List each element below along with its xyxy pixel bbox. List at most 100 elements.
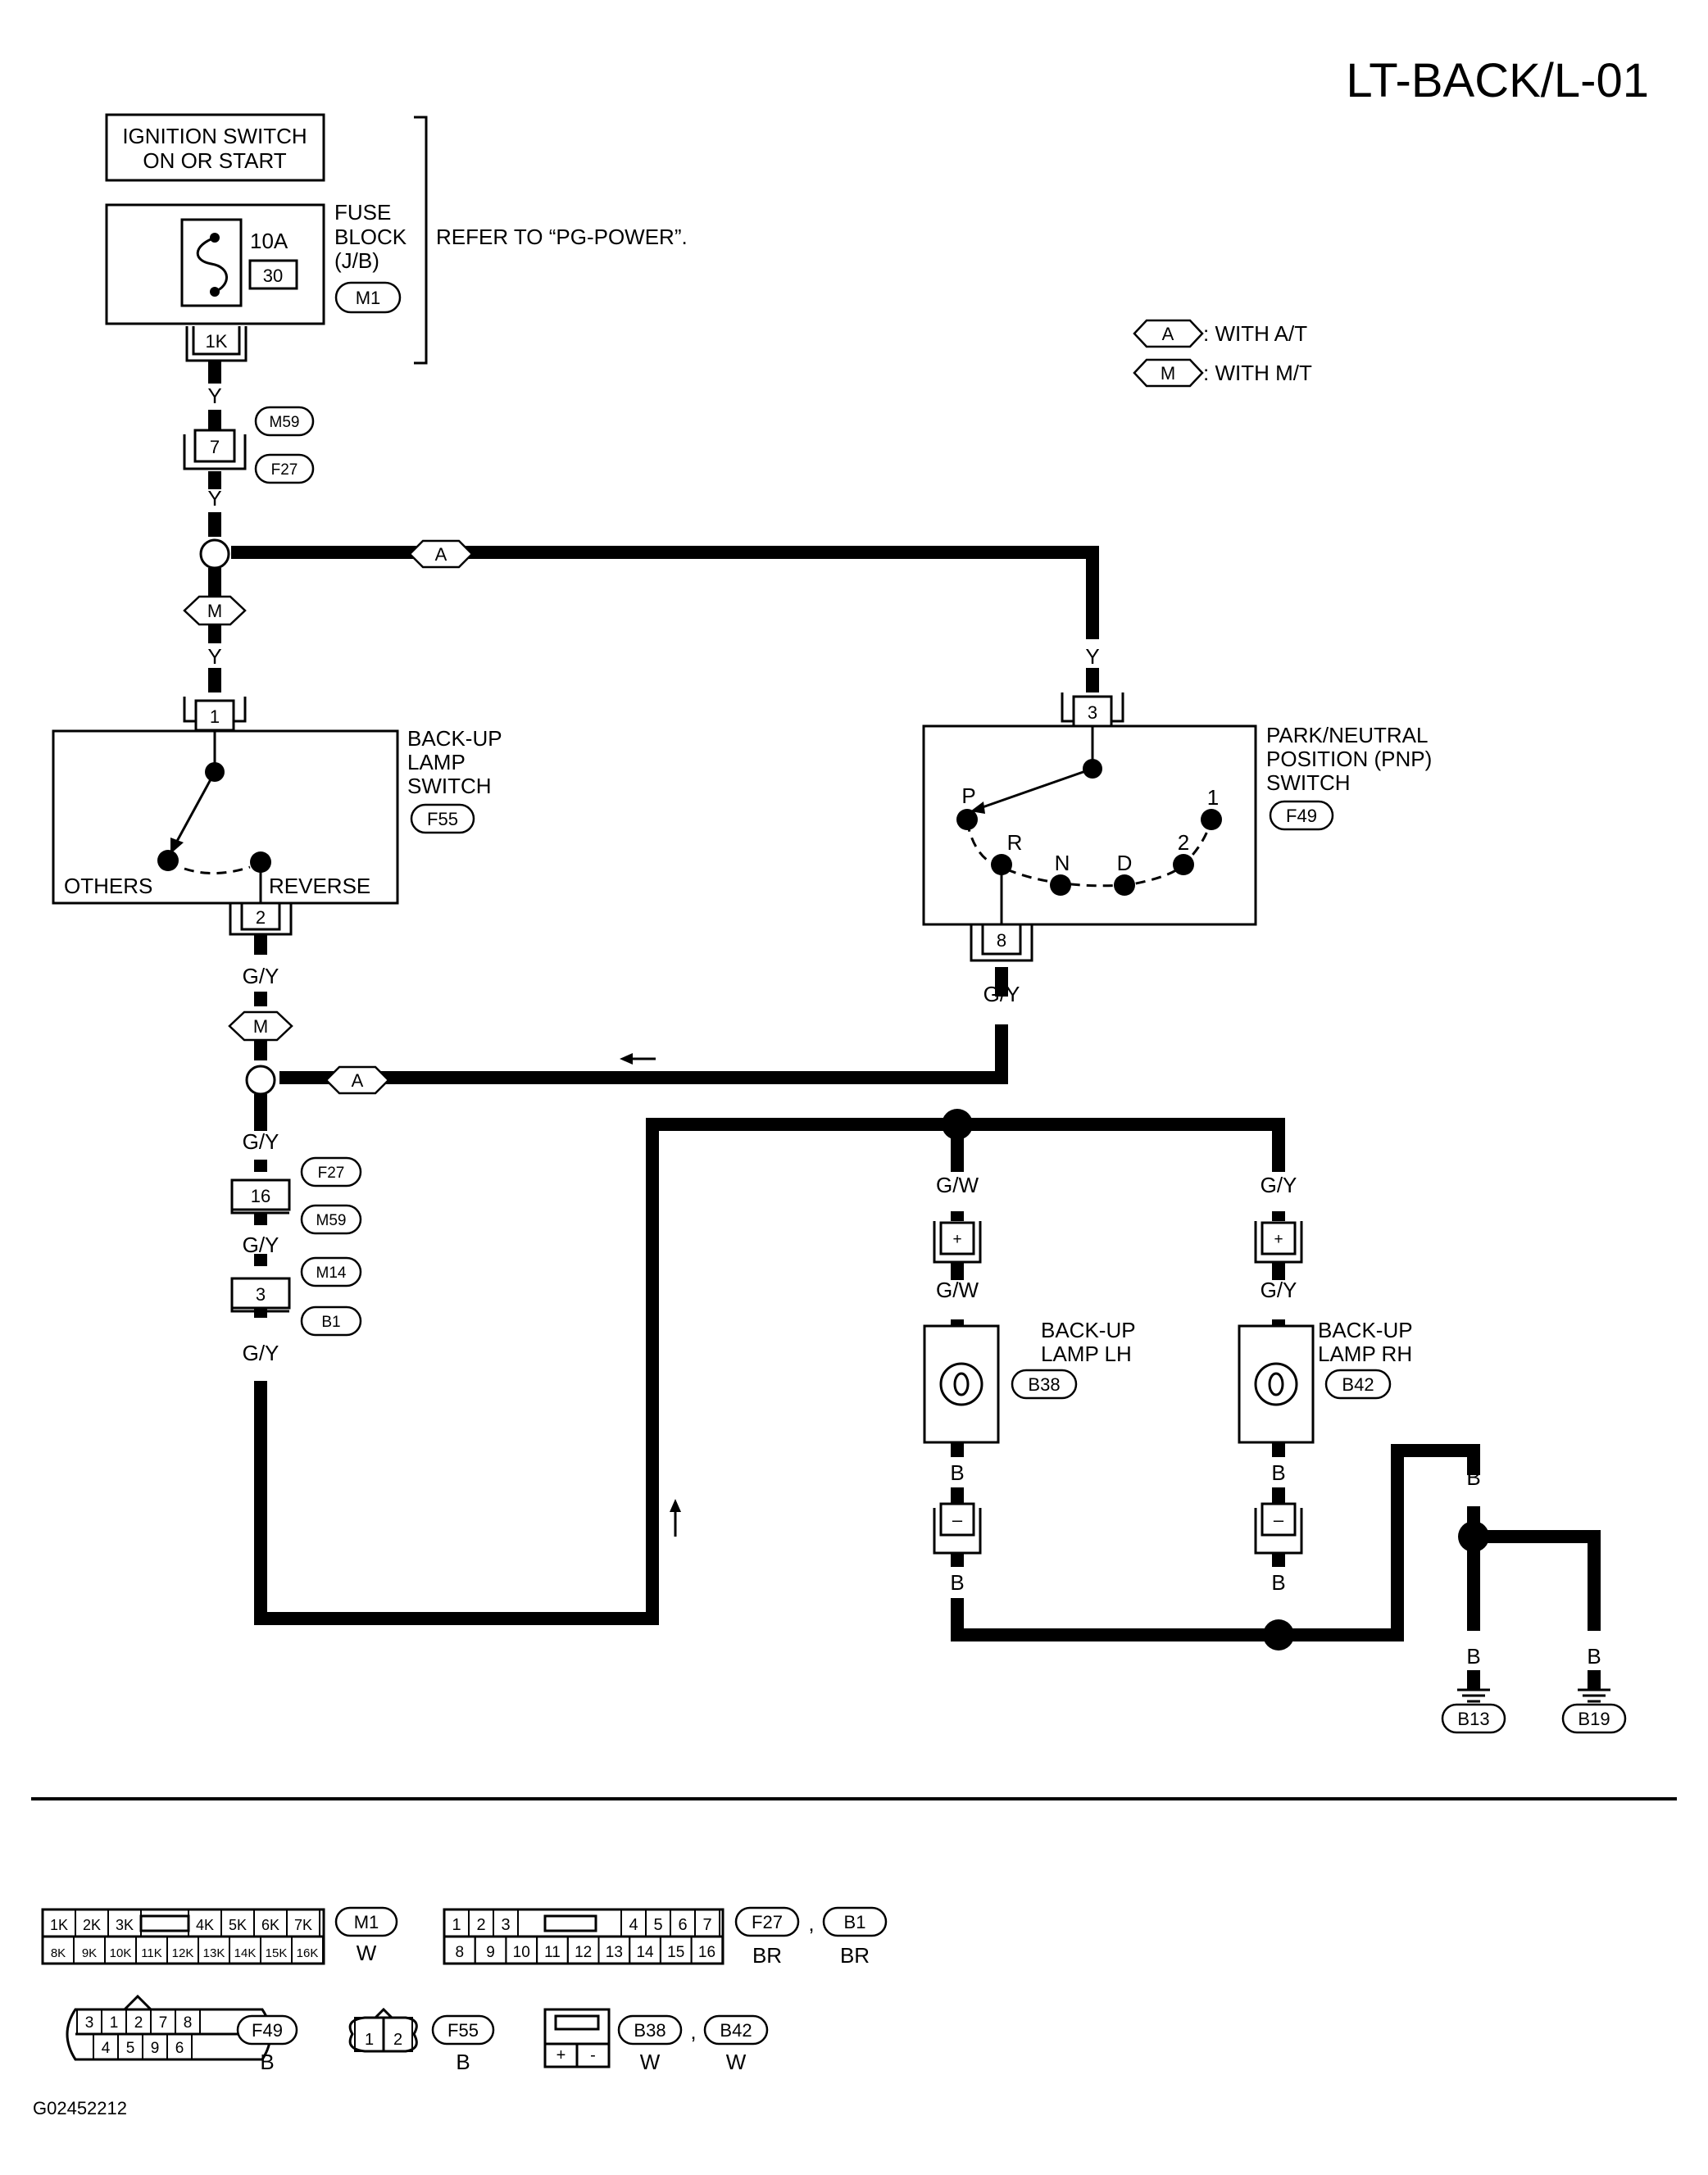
cv-b38-cell bbox=[576, 2043, 610, 2068]
cv-f27-r2-pin-label: 12 bbox=[575, 1944, 592, 1961]
fuse-number: 30 bbox=[263, 266, 283, 286]
cv-m1-r2-pin-label: 15K bbox=[266, 1946, 288, 1960]
cv-f49-r2-pin-label: 9 bbox=[151, 2040, 160, 2057]
cv-b38-pin-label: + bbox=[556, 2046, 566, 2064]
bls-label-1: BACK-UP bbox=[407, 726, 502, 751]
cv-b38-color: W bbox=[640, 2050, 661, 2074]
joint2-conn-b: M59 bbox=[316, 1212, 347, 1229]
cv-f49-r2-pin-label: 5 bbox=[126, 2040, 135, 2057]
cv-m1-r2-cell bbox=[291, 1936, 324, 1964]
legend: A : WITH A/T M : WITH M/T bbox=[1133, 319, 1312, 388]
cv-b42-color: W bbox=[726, 2050, 747, 2074]
pnp-pos-n: N bbox=[1055, 851, 1070, 875]
lamp-lh-label-1: BACK-UP bbox=[1041, 1318, 1136, 1342]
cv-b42-id: B42 bbox=[720, 2020, 752, 2041]
wire-color-gw-2: G/W bbox=[936, 1278, 979, 1302]
pnp-pos-1: 1 bbox=[1207, 785, 1219, 810]
wire-color-y-1: Y bbox=[207, 384, 221, 408]
cv-b1-color: BR bbox=[840, 1943, 870, 1968]
cv-f27-r2-pin-label: 10 bbox=[513, 1944, 530, 1961]
fuse-label-3: (J/B) bbox=[334, 248, 379, 273]
cv-f49-r1-pin-label: 3 bbox=[85, 2014, 94, 2032]
refer-note: REFER TO “PG-POWER”. bbox=[436, 225, 688, 249]
lamp-lh-group: + BACK-UP LAMP LH B38 – bbox=[923, 1221, 1136, 1555]
joint-connector-7: 7 M59 F27 bbox=[183, 406, 315, 484]
cv-f55-pin-label: 2 bbox=[393, 2031, 402, 2049]
wire-color-gy-4: G/Y bbox=[243, 1233, 279, 1257]
cv-m1-id: M1 bbox=[354, 1912, 379, 1932]
cv-f49-color: B bbox=[260, 2050, 274, 2074]
ignition-switch-box: IGNITION SWITCH ON OR START bbox=[105, 113, 325, 182]
cv-b38-pin-label: - bbox=[590, 2046, 596, 2064]
joint2-pin: 16 bbox=[251, 1186, 270, 1206]
connector-1k: 1K bbox=[185, 326, 248, 362]
legend-code-a: A bbox=[1162, 324, 1174, 344]
splices bbox=[199, 538, 1489, 1651]
bls-label-2: LAMP bbox=[407, 750, 466, 774]
pnp-pin-in: 3 bbox=[1088, 702, 1097, 723]
joint-connector-3: 3 M14 B1 bbox=[230, 1256, 362, 1337]
bls-reverse: REVERSE bbox=[269, 874, 370, 898]
pnp-pin-out: 8 bbox=[997, 930, 1006, 951]
cv-f27-r1-pin-label: 4 bbox=[629, 1916, 638, 1934]
wire-color-y-3: Y bbox=[207, 644, 221, 669]
refer-bracket bbox=[414, 116, 428, 365]
lh-minus: – bbox=[952, 1510, 963, 1530]
legend-label-m: : WITH M/T bbox=[1203, 361, 1312, 385]
cv-f27-id: F27 bbox=[752, 1912, 783, 1932]
fuse-amp: 10A bbox=[250, 229, 288, 253]
cv-m1-r1-pin-label: 1K bbox=[50, 1917, 68, 1933]
joint2-conn-a: F27 bbox=[318, 1165, 345, 1182]
connector-view-b38-b42: B38 , B42 W W + - bbox=[543, 2008, 769, 2074]
cv-f49-r1-pin-label: 8 bbox=[184, 2014, 193, 2032]
wire-color-gy-7: G/Y bbox=[1261, 1278, 1297, 1302]
pnp-label-3: SWITCH bbox=[1266, 770, 1351, 795]
option-a-lower: A bbox=[352, 1070, 364, 1091]
cv-f27-r1-pin-label: 2 bbox=[476, 1916, 485, 1934]
cv-m1-r2-pin-label: 11K bbox=[141, 1946, 162, 1960]
current-flow-arrows bbox=[620, 1053, 681, 1537]
ground-b19-label: B19 bbox=[1578, 1709, 1610, 1729]
fuse-label-1: FUSE bbox=[334, 200, 391, 225]
cv-m1-r1-pin-label: 2K bbox=[83, 1917, 101, 1933]
bls-pin-in: 1 bbox=[210, 706, 220, 727]
wire-color-b-2: B bbox=[1271, 1460, 1285, 1485]
wire-color-labels: Y Y Y Y G/Y G/Y G/Y G/Y G/Y G/W G/Y G/W … bbox=[207, 384, 1601, 1669]
backup-lamp-switch: 1 OTHERS REVERSE BACK-UP LAMP SWITCH F55… bbox=[52, 697, 502, 936]
ground-b13-label: B13 bbox=[1457, 1709, 1489, 1729]
bls-pin-out: 2 bbox=[256, 907, 266, 928]
pnp-label-2: POSITION (PNP) bbox=[1266, 747, 1432, 771]
ignition-label-2: ON OR START bbox=[143, 148, 286, 173]
cv-f27-r2-pin-label: 11 bbox=[544, 1944, 561, 1961]
cv-b38-id: B38 bbox=[634, 2020, 665, 2041]
joint1-conn-b: F27 bbox=[271, 461, 298, 479]
cv-f27-r2-pin-label: 13 bbox=[606, 1944, 623, 1961]
cv-f27-sep: , bbox=[808, 1911, 814, 1936]
diagram-title: LT-BACK/L-01 bbox=[1346, 54, 1649, 107]
pnp-pos-d: D bbox=[1117, 851, 1133, 875]
lamp-rh-label-1: BACK-UP bbox=[1318, 1318, 1413, 1342]
joint-connector-16: 16 F27 M59 bbox=[230, 1156, 362, 1235]
cv-m1-r2-pin-label: 9K bbox=[82, 1946, 97, 1960]
cv-m1-r2-pin-label: 14K bbox=[234, 1946, 257, 1960]
joint3-conn-a: M14 bbox=[316, 1265, 347, 1282]
ignition-label-1: IGNITION SWITCH bbox=[122, 124, 307, 148]
cv-f27-r2-pin-label: 16 bbox=[698, 1944, 715, 1961]
cv-b38-sep: , bbox=[690, 2019, 696, 2044]
cv-f55-cell bbox=[383, 2017, 413, 2052]
option-a-upper: A bbox=[435, 544, 447, 565]
wire-color-b-7: B bbox=[1587, 1644, 1601, 1669]
joint3-conn-b: B1 bbox=[321, 1314, 340, 1331]
bls-others: OTHERS bbox=[64, 874, 152, 898]
cv-f55-color: B bbox=[456, 2050, 470, 2074]
legend-code-m: M bbox=[1161, 363, 1175, 384]
cv-f27-r2-pin-label: 9 bbox=[486, 1944, 495, 1961]
cv-f27-r1-pin-label: 1 bbox=[452, 1916, 461, 1934]
cv-f27-color: BR bbox=[752, 1943, 782, 1968]
option-m-upper: M bbox=[207, 601, 222, 621]
bls-label-3: SWITCH bbox=[407, 774, 492, 798]
